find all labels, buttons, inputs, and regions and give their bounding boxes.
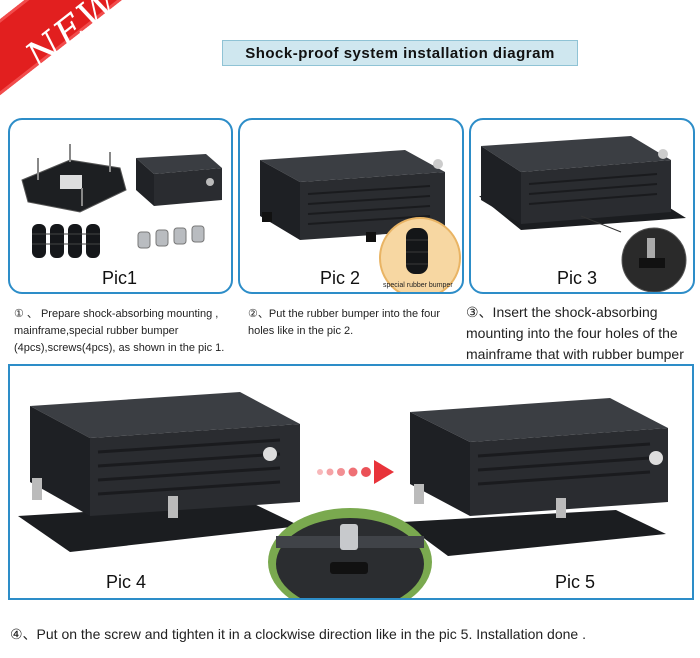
new-badge: NEW [0, 0, 139, 105]
pic4-pic5-illustration [18, 392, 668, 598]
pic5-label: Pic 5 [555, 572, 596, 592]
page-title: Shock-proof system installation diagram [222, 40, 578, 66]
pic3-illustration [479, 136, 687, 292]
pic3-label: Pic 3 [557, 268, 598, 288]
pic2-label: Pic 2 [320, 268, 361, 288]
bumper-tag: special rubber bumper [383, 282, 453, 289]
panel-pic4-pic5: Pic 4 Pic 5 [8, 364, 694, 600]
step2-text: ②、Put the rubber bumper into the four ho… [248, 308, 441, 337]
pic1-illustration [21, 144, 222, 258]
pic1-label: Pic1 [102, 268, 138, 288]
step4-text: ④、Put on the screw and tighten it in a c… [10, 626, 586, 642]
panel-pic1: Pic1 [8, 118, 233, 294]
panel-pic3: Pic 3 [469, 118, 695, 294]
pic2-illustration [260, 150, 461, 292]
new-badge-text: NEW [17, 0, 129, 79]
step1-text: ① 、 Prepare shock-absorbing mounting , m… [14, 308, 225, 354]
panel-pic2: special rubber bumper Pic 2 [238, 118, 464, 294]
pic4-label: Pic 4 [106, 572, 147, 592]
